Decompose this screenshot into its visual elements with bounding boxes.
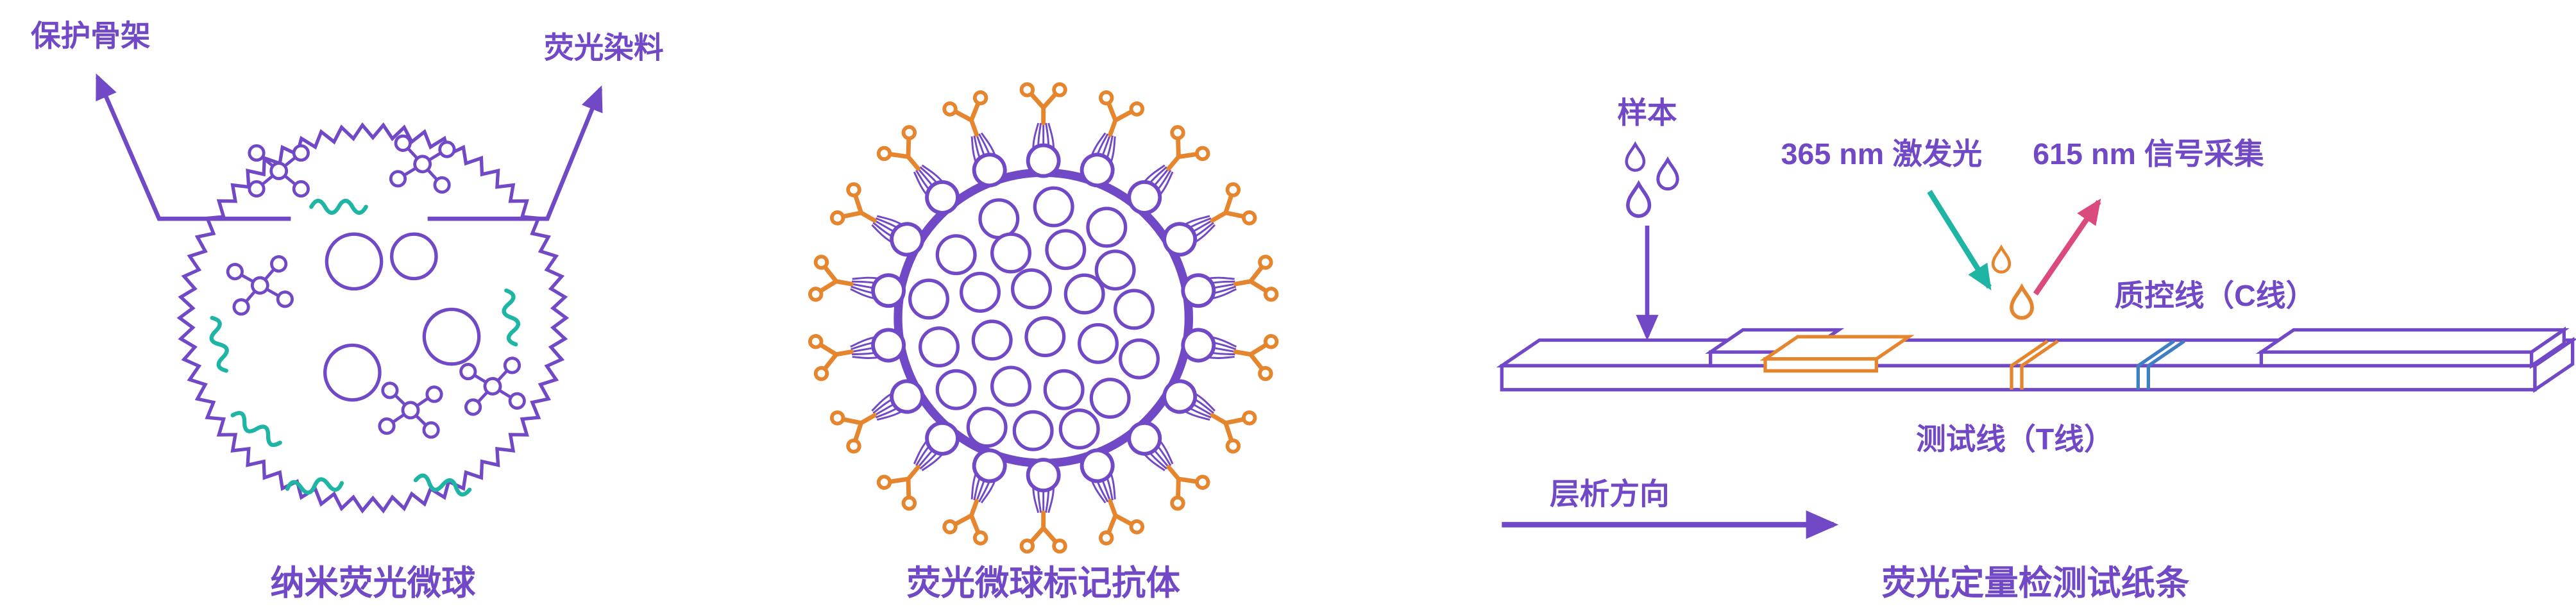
molecule-icon <box>390 135 455 193</box>
antibody-unit-icon <box>876 124 969 223</box>
nanosphere-caption: 纳米荧光微球 <box>270 565 476 603</box>
antibody-unit-icon <box>943 444 1015 545</box>
skeleton-label: 保护骨架 <box>31 19 151 53</box>
test-line-label: 测试线（T线） <box>1916 423 2114 456</box>
antibody-unit-icon <box>1118 124 1211 223</box>
panel-test-strip: 样本 365 nm 激发光 615 nm 信号采集 质控线（C线） 测试线（T线… <box>1496 96 2576 603</box>
microsphere-dot <box>1094 249 1136 291</box>
microsphere-dot <box>966 406 1008 448</box>
microsphere-dot <box>919 326 960 368</box>
microsphere-dot <box>1119 338 1160 380</box>
molecule-icon <box>250 146 309 196</box>
antibody-unit-icon <box>809 256 907 315</box>
antibody-unit-icon <box>1155 370 1257 454</box>
droplet-icon <box>1658 160 1677 189</box>
molecule-icon <box>226 256 293 315</box>
flow-direction: 层析方向 <box>1502 477 1839 539</box>
dye-capsule-circles <box>323 232 481 402</box>
skeleton-callout-arrow <box>95 73 291 221</box>
microsphere-inner-dots <box>908 186 1160 451</box>
panel-nanosphere: 保护骨架 荧光染料 纳米荧光微球 <box>31 19 664 603</box>
sample-label: 样本 <box>1617 96 1677 130</box>
dye-callout-arrow <box>427 85 603 221</box>
droplet-icon <box>1628 184 1650 216</box>
control-line-label: 质控线（C线） <box>2115 279 2316 312</box>
microsphere-dot <box>1063 273 1105 315</box>
control-line-marks <box>2136 339 2185 390</box>
antibody-unit-icon <box>1180 256 1278 315</box>
molecule-icon <box>460 357 525 415</box>
flow-direction-label: 层析方向 <box>1550 477 1670 510</box>
antibody-unit-icon <box>876 412 969 511</box>
droplet-icon <box>2012 287 2032 318</box>
absorbent-pad <box>2255 326 2570 369</box>
antibody-unit-icon <box>1071 90 1144 192</box>
molecule-icon <box>379 383 442 438</box>
microsphere-dot <box>1033 186 1074 228</box>
droplet-icon <box>1993 247 2010 272</box>
microsphere-dot <box>960 271 1001 313</box>
droplet-icon <box>1627 144 1644 171</box>
signal-arrow-icon <box>2033 198 2101 296</box>
microsphere-dot <box>1086 206 1128 248</box>
signal-label: 615 nm 信号采集 <box>2033 137 2264 171</box>
antibody-unit-icon <box>809 321 907 380</box>
optics-callout: 365 nm 激发光 615 nm 信号采集 <box>1781 137 2264 318</box>
microsphere-dot <box>1012 410 1054 451</box>
antibody-caption: 荧光微球标记抗体 <box>906 565 1180 603</box>
microsphere-dot <box>1114 289 1155 330</box>
microsphere-dot <box>1089 378 1131 419</box>
panel-antibody-microsphere: 荧光微球标记抗体 <box>809 84 1277 603</box>
zigzag-shell-circle <box>176 122 570 514</box>
microsphere-dot <box>990 365 1031 407</box>
squiggle-icon <box>311 201 366 213</box>
antibody-unit-icon <box>943 90 1015 192</box>
sample-callout: 样本 <box>1617 96 1677 341</box>
microsphere-dot <box>1058 408 1100 450</box>
microsphere-dot <box>935 369 977 410</box>
antibody-unit-icon <box>830 182 931 266</box>
antibody-unit-icon <box>1022 84 1065 176</box>
microsphere-dot <box>1045 229 1087 271</box>
excitation-label: 365 nm 激发光 <box>1781 137 1982 171</box>
test-line-marks <box>2010 339 2059 390</box>
excitation-arrow-icon <box>1927 190 1992 290</box>
antibody-unit-icon <box>1118 412 1211 511</box>
strip-caption: 荧光定量检测试纸条 <box>1881 565 2190 603</box>
antibody-unit-icon <box>830 370 931 454</box>
microsphere-dot <box>971 319 1013 361</box>
microsphere-dot <box>1078 322 1119 364</box>
squiggle-icon <box>230 410 283 448</box>
microsphere-dot <box>990 232 1031 274</box>
squiggle-icon <box>500 290 521 346</box>
dye-label: 荧光染料 <box>544 31 664 65</box>
microsphere-dot <box>978 198 1020 240</box>
squiggle-icon <box>207 316 232 372</box>
microsphere-dot <box>1024 316 1066 358</box>
microsphere-dot <box>1011 268 1052 310</box>
antibody-unit-icon <box>1071 444 1144 545</box>
microsphere-dot <box>935 234 977 276</box>
antibody-unit-icon <box>1155 182 1257 266</box>
microsphere-dot <box>908 278 949 320</box>
antibody-unit-icon <box>1180 321 1278 380</box>
antibody-unit-icon <box>1022 460 1065 551</box>
microsphere-dot <box>1043 369 1085 410</box>
molecule-icons <box>226 135 525 438</box>
conjugate-pad <box>1759 335 1915 373</box>
